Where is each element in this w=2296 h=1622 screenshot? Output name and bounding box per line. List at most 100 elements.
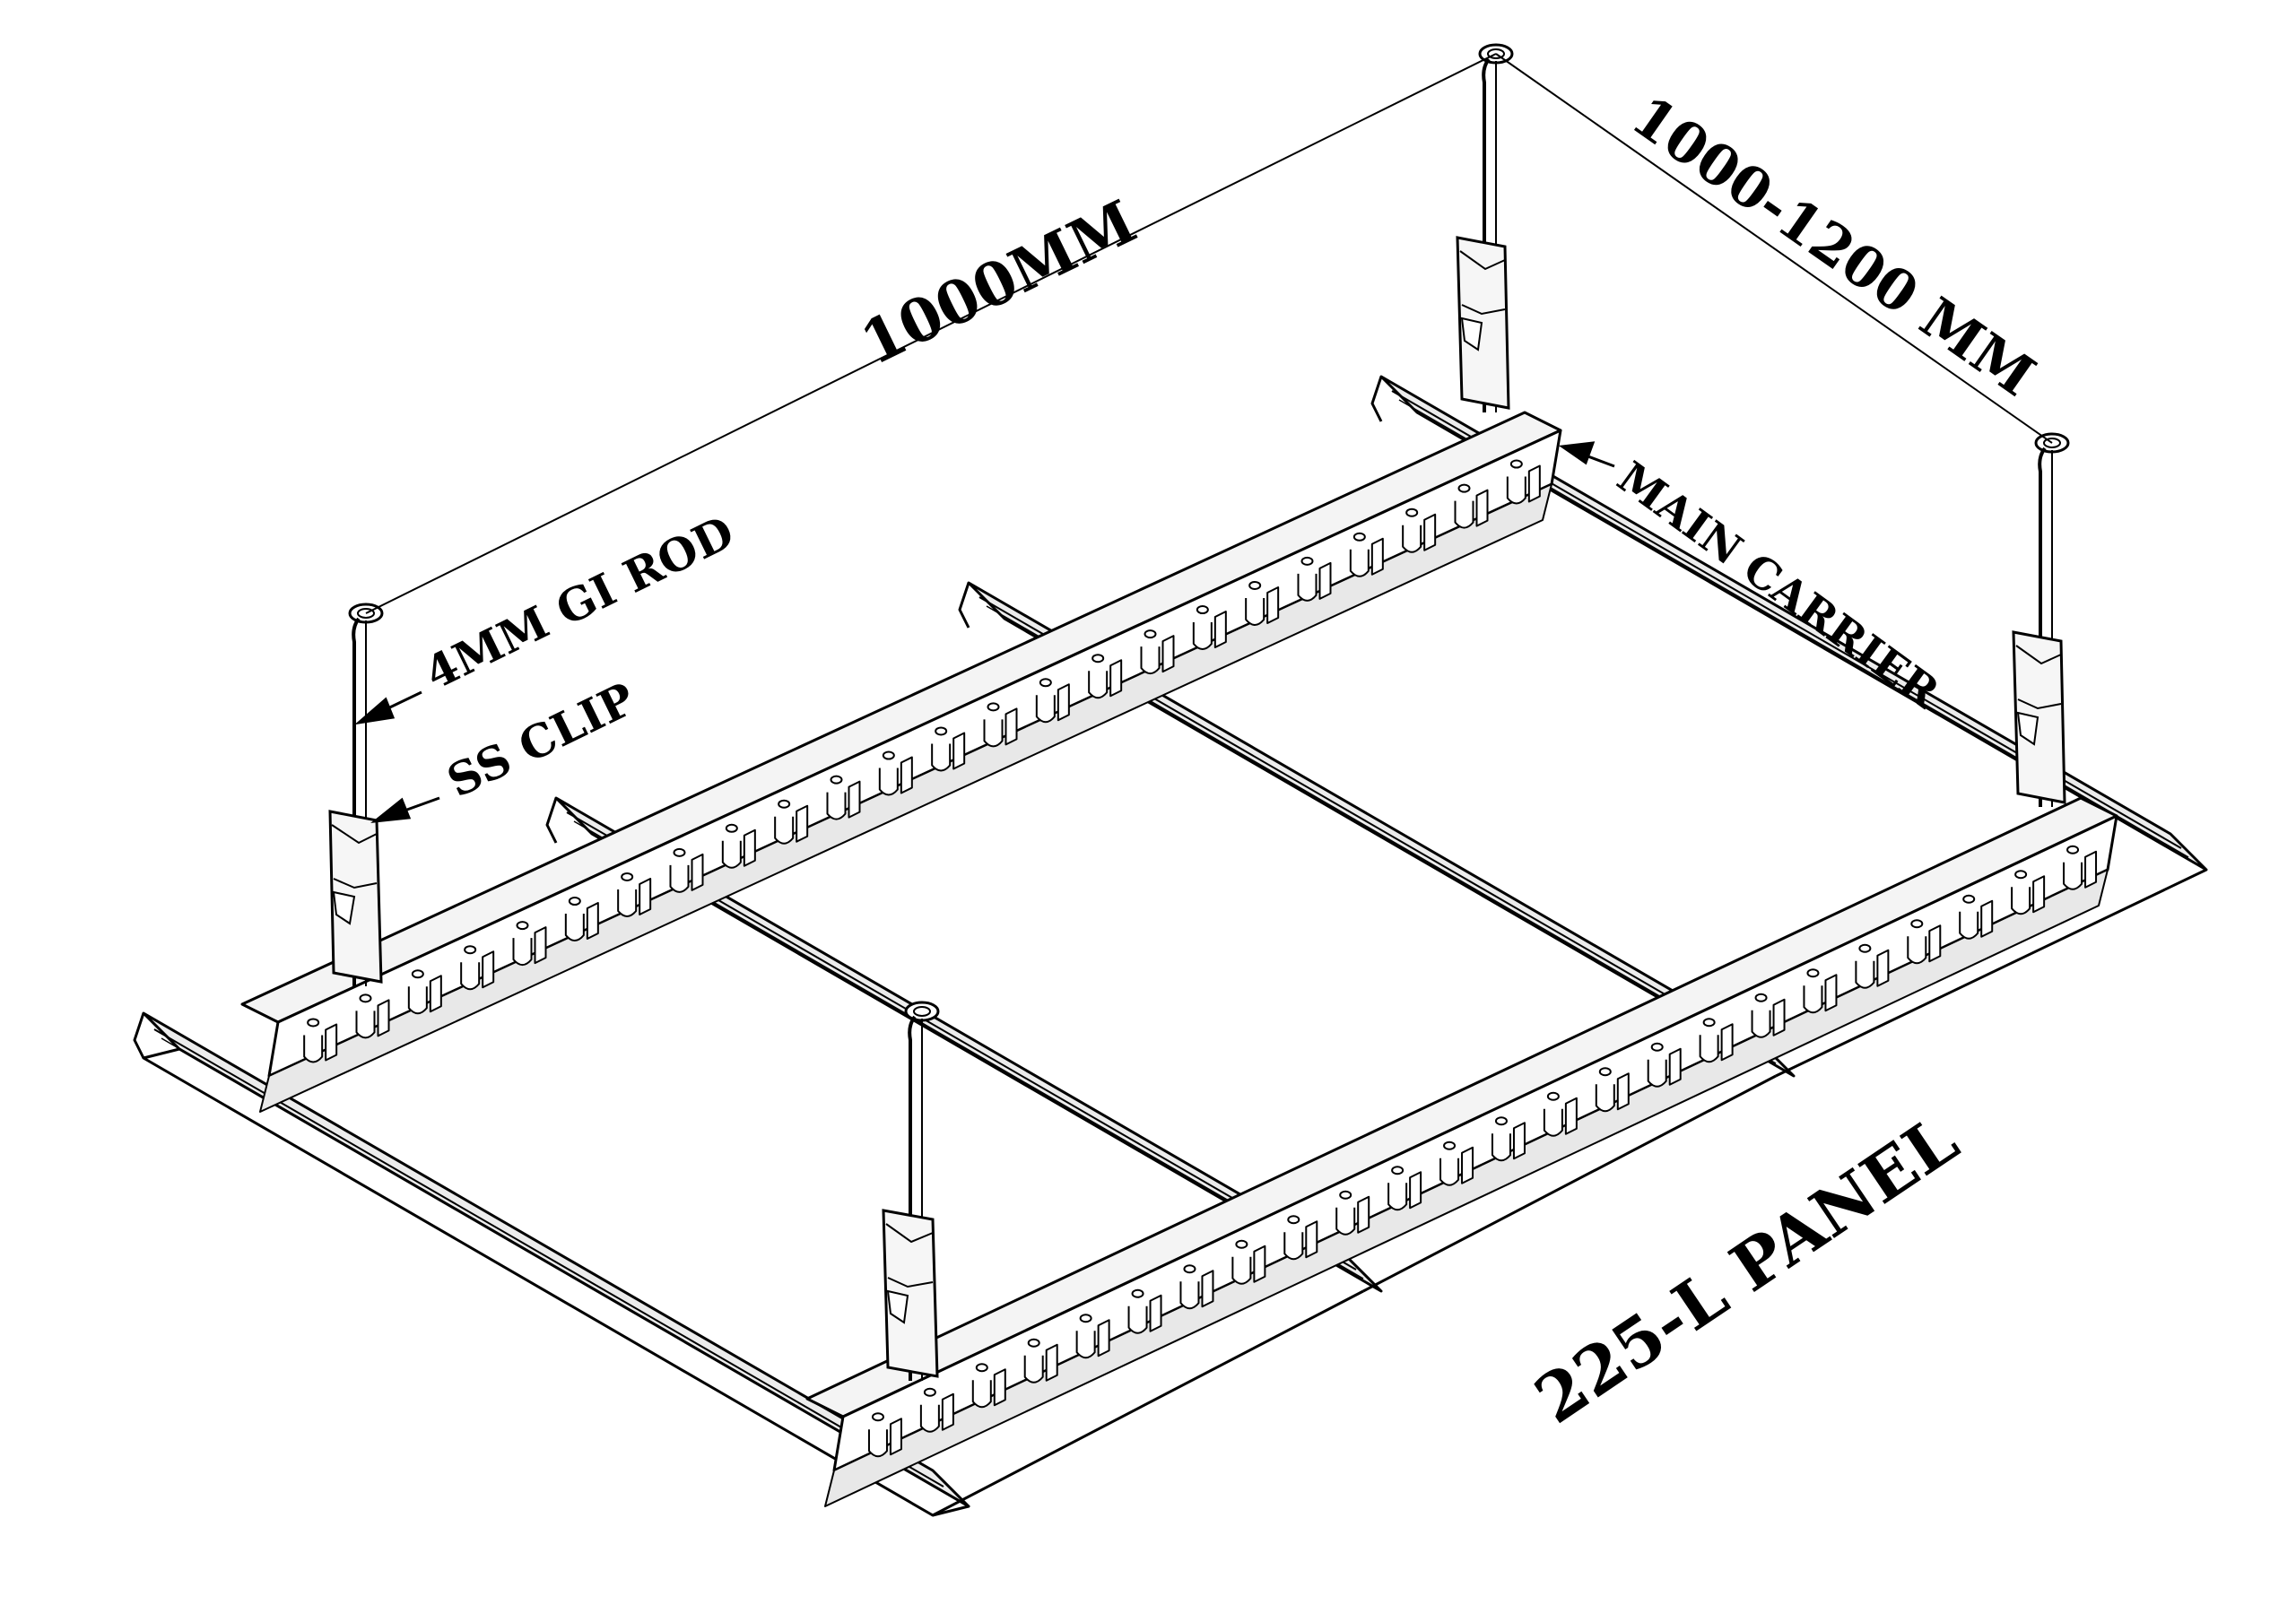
carrier-back-tab	[1475, 489, 1489, 527]
carrier-back-tooth	[407, 986, 428, 1015]
carrier-back-tooth	[1035, 695, 1056, 724]
carrier-back-hole	[621, 872, 634, 881]
carrier-back-tab	[1004, 707, 1018, 746]
clip-label: SS CLIP	[439, 672, 643, 807]
carrier-back-hole	[935, 726, 948, 736]
carrier-front-hole	[1131, 1288, 1144, 1298]
carrier-back-tooth	[617, 889, 638, 917]
carrier-front-tooth	[1231, 1256, 1252, 1285]
carrier-front-hole	[871, 1412, 884, 1422]
carrier-back-tab	[900, 756, 913, 794]
carrier-front-hole	[1858, 943, 1872, 953]
carrier-front-tab	[1461, 1146, 1474, 1184]
carrier-back-hole	[1144, 629, 1157, 639]
rod-leader-arrow	[354, 690, 422, 725]
carrier-front-tab	[1253, 1245, 1266, 1283]
carrier-back-hole	[1196, 605, 1209, 615]
carrier-back-tab	[796, 804, 809, 843]
carrier-back-hole	[1457, 483, 1471, 493]
dimension-line-side	[1495, 53, 2053, 444]
carrier-front-tooth	[1907, 936, 1927, 965]
carrier-back-tab	[325, 1023, 338, 1062]
rod-label: 4MM GI ROD	[416, 505, 742, 699]
carrier-front-tooth	[971, 1380, 992, 1409]
carrier-front-tab	[1097, 1319, 1110, 1357]
carrier-front-tab	[2084, 850, 2098, 889]
carrier-back-tab	[743, 828, 756, 867]
carrier-label: MAIN CARRIER	[1608, 452, 1949, 718]
carrier-back-hole	[1300, 556, 1314, 566]
carrier-front-tooth	[1283, 1232, 1304, 1261]
carrier-front-hole	[1910, 919, 1924, 929]
carrier-back-hole	[307, 1018, 320, 1028]
carrier-front-tab	[1928, 924, 1942, 963]
carrier-back-hole	[830, 775, 843, 785]
carrier-back-tooth	[669, 864, 690, 893]
dimension-lines	[365, 53, 2053, 614]
carrier-back-tooth	[1349, 549, 1370, 577]
carrier-back-tab	[1318, 561, 1332, 600]
carrier-front-hole	[1598, 1067, 1612, 1077]
carrier-back-tooth	[460, 962, 481, 991]
carrier-front-hole	[1339, 1190, 1352, 1200]
clip-front-left	[882, 1209, 939, 1378]
carrier-front-hole	[1702, 1018, 1716, 1028]
carrier-back-hole	[1405, 507, 1419, 517]
carrier-front-hole	[1183, 1264, 1196, 1274]
carrier-back-hole	[568, 897, 581, 906]
carrier-front-tooth	[1075, 1331, 1096, 1359]
carrier-front-hole	[1443, 1141, 1457, 1150]
carrier-front-tooth	[919, 1404, 940, 1433]
carrier-back-tooth	[1245, 597, 1265, 626]
main-carrier-back	[240, 411, 1562, 1113]
carrier-back-hole	[725, 823, 738, 833]
carrier-front-tab	[1512, 1122, 1526, 1160]
carrier-back-tab	[429, 975, 442, 1013]
carrier-back-hole	[987, 702, 1000, 712]
carrier-front-tab	[1876, 949, 1890, 987]
carrier-front-tab	[889, 1418, 902, 1456]
carrier-back-hole	[516, 921, 529, 931]
carrier-front-hole	[975, 1363, 988, 1373]
carrier-front-tab	[1305, 1220, 1318, 1259]
carrier-front-tooth	[1647, 1059, 1667, 1088]
clip-leader-arrow	[370, 796, 440, 824]
carrier-front-tooth	[1699, 1035, 1719, 1063]
carrier-back-hole	[882, 750, 895, 760]
main-carrier-front	[805, 796, 2118, 1507]
carrier-back-tab	[586, 902, 599, 941]
carrier-front-tab	[941, 1392, 954, 1431]
carrier-back-hole	[673, 847, 686, 857]
carrier-back-hole	[1509, 459, 1523, 469]
carrier-front-tooth	[1387, 1183, 1408, 1211]
carrier-back-tab	[1161, 635, 1175, 673]
carrier-front-hole	[1754, 993, 1768, 1002]
carrier-back-tab	[848, 780, 861, 819]
carrier-front-hole	[1391, 1166, 1405, 1175]
panel-group	[133, 375, 2208, 1517]
clip-front-right	[2012, 630, 2066, 804]
carrier-front-tab	[1357, 1195, 1370, 1234]
clip-back-right	[1456, 236, 1510, 410]
span-side-label: 1000-1200 MM	[1620, 82, 2047, 409]
carrier-back-tab	[534, 926, 547, 965]
carrier-front-tooth	[1127, 1305, 1148, 1334]
carrier-front-tab	[1201, 1270, 1214, 1308]
carrier-back-tooth	[303, 1035, 324, 1063]
dimension-line-main	[365, 53, 1497, 614]
carrier-back-teeth	[303, 459, 1541, 1063]
carrier-group	[240, 411, 2118, 1507]
panel-1	[133, 1011, 970, 1517]
carrier-back-tab	[691, 853, 704, 891]
carrier-front-hole	[1962, 894, 1976, 904]
carrier-front-tooth	[1855, 960, 1875, 989]
carrier-back-tooth	[355, 1010, 376, 1039]
carrier-back-tooth	[1140, 646, 1161, 675]
carrier-back-tooth	[983, 719, 1004, 748]
carrier-front-tooth	[1179, 1281, 1200, 1310]
carrier-back-tab	[1527, 464, 1541, 503]
carrier-front-hole	[1650, 1042, 1664, 1052]
carrier-front-hole	[1546, 1091, 1560, 1101]
